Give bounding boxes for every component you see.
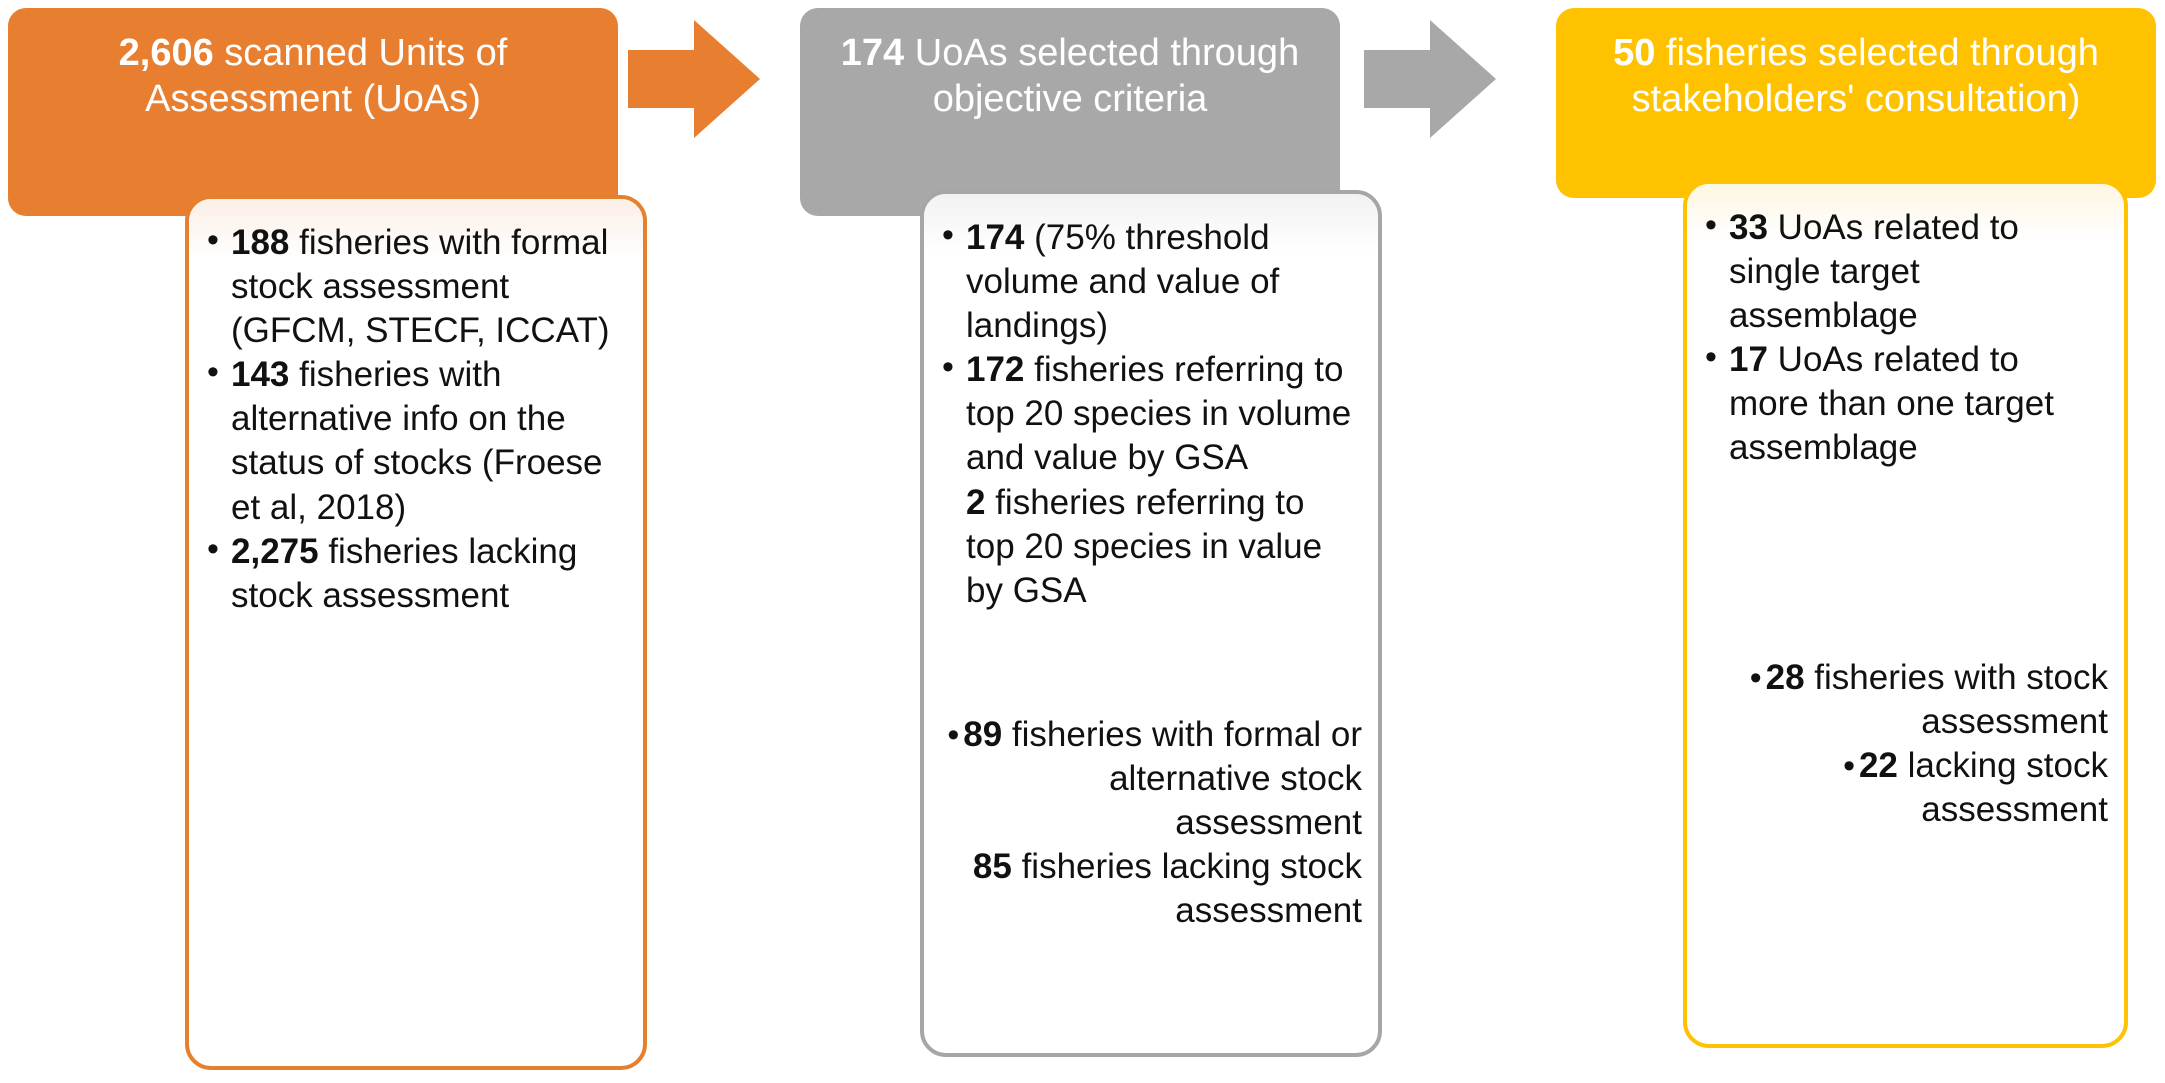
item-text: fisheries referring to top 20 species in… [966, 350, 1352, 478]
stage-1-block-0: 188 fisheries with formal stock assessme… [205, 219, 627, 618]
item-number: 17 [1729, 340, 1768, 380]
stage-2-block-1-list: 89 fisheries with formal or alternative … [940, 713, 1362, 845]
list-item: 143 fisheries with alternative info on t… [205, 351, 627, 529]
stage-3-block-1: 28 fisheries with stock assessment 22 la… [1703, 656, 2108, 832]
list-item: 188 fisheries with formal stock assessme… [205, 219, 627, 353]
list-item: 172 fisheries referring to top 20 specie… [940, 346, 1362, 480]
list-item: 22 lacking stock assessment [1703, 744, 2108, 832]
item-text: fisheries with formal or alternative sto… [1002, 714, 1362, 843]
stage-1-body-content: 188 fisheries with formal stock assessme… [189, 199, 643, 618]
item-number: 143 [231, 355, 290, 395]
stage-2-header-label: UoAs selected through objective criteria [904, 32, 1300, 121]
arrow-right-orange-icon [628, 20, 760, 138]
stage-1-block-0-list: 188 fisheries with formal stock assessme… [205, 219, 627, 618]
item-number: 174 [966, 218, 1025, 257]
stage-3-body-content: 33 UoAs related to single target assembl… [1687, 184, 2124, 832]
item-text: (75% threshold volume and value of landi… [966, 218, 1280, 346]
stage-3-block-0: 33 UoAs related to single target assembl… [1703, 204, 2108, 471]
item-text: UoAs related to single target assemblage [1729, 208, 2019, 336]
stage-3-header-banner: 50 fisheries selected through stakeholde… [1556, 8, 2156, 198]
list-item: 2,275 fisheries lacking stock assessment [205, 528, 627, 618]
stage-3-block-1-list: 28 fisheries with stock assessment 22 la… [1703, 656, 2108, 832]
item-number: 2 [966, 482, 986, 522]
stage-1-body-card: 188 fisheries with formal stock assessme… [185, 195, 647, 1070]
item-text: fisheries with stock assessment [1804, 657, 2108, 741]
stage-2-block-0: 174 (75% threshold volume and value of l… [940, 214, 1362, 613]
item-number: 85 [972, 847, 1012, 887]
stage-1-header-label: scanned Units of Assessment (UoAs) [145, 32, 508, 121]
list-item: 174 (75% threshold volume and value of l… [940, 214, 1362, 348]
stage-3-header-text: 50 fisheries selected through stakeholde… [1582, 30, 2130, 123]
stage-3-header-label: fisheries selected through stakeholders'… [1631, 32, 2099, 121]
item-text: UoAs related to more than one target ass… [1729, 340, 2054, 468]
stage-2-block-1-note: 85 fisheries lacking stock assessment [940, 845, 1362, 933]
list-item: 28 fisheries with stock assessment [1703, 656, 2108, 744]
stage-2-block-0-note: 2 fisheries referring to top 20 species … [940, 481, 1362, 613]
stage-1-header-text: 2,606 scanned Units of Assessment (UoAs) [34, 30, 592, 123]
stage-1-header-number: 2,606 [118, 32, 214, 74]
item-number: 28 [1765, 657, 1805, 697]
stage-3-spacer [1703, 471, 2108, 656]
item-number: 172 [966, 350, 1025, 390]
stage-2-body-card: 174 (75% threshold volume and value of l… [920, 190, 1382, 1057]
stage-2-block-0-list: 174 (75% threshold volume and value of l… [940, 214, 1362, 481]
list-item: 33 UoAs related to single target assembl… [1703, 204, 2108, 338]
stage-2-header-number: 174 [840, 32, 905, 74]
item-number: 188 [231, 223, 290, 262]
item-text: fisheries lacking stock assessment [1011, 847, 1362, 931]
stage-3-block-0-list: 33 UoAs related to single target assembl… [1703, 204, 2108, 471]
item-number: 33 [1729, 208, 1768, 247]
item-text: fisheries with alternative info on the s… [231, 355, 603, 527]
list-item: 89 fisheries with formal or alternative … [940, 713, 1362, 845]
list-item: 17 UoAs related to more than one target … [1703, 336, 2108, 470]
item-text: fisheries with formal stock assessment (… [231, 223, 610, 351]
stage-2-spacer [940, 613, 1362, 713]
stage-3-header-number: 50 [1613, 32, 1656, 74]
arrow-right-grey-icon [1364, 20, 1496, 138]
stage-1-header-banner: 2,606 scanned Units of Assessment (UoAs) [8, 8, 618, 216]
item-text: fisheries lacking stock assessment [231, 531, 578, 615]
item-text: fisheries referring to top 20 species in… [966, 482, 1323, 610]
stage-2-header-text: 174 UoAs selected through objective crit… [826, 30, 1314, 123]
item-number: 2,275 [231, 531, 319, 571]
item-text: lacking stock assessment [1897, 745, 2108, 829]
stage-2-header-banner: 174 UoAs selected through objective crit… [800, 8, 1340, 216]
stage-2-body-content: 174 (75% threshold volume and value of l… [924, 194, 1378, 933]
stage-3-body-card: 33 UoAs related to single target assembl… [1683, 180, 2128, 1048]
stage-2-block-1: 89 fisheries with formal or alternative … [940, 713, 1362, 933]
item-number: 22 [1858, 745, 1898, 785]
item-number: 89 [963, 714, 1003, 754]
